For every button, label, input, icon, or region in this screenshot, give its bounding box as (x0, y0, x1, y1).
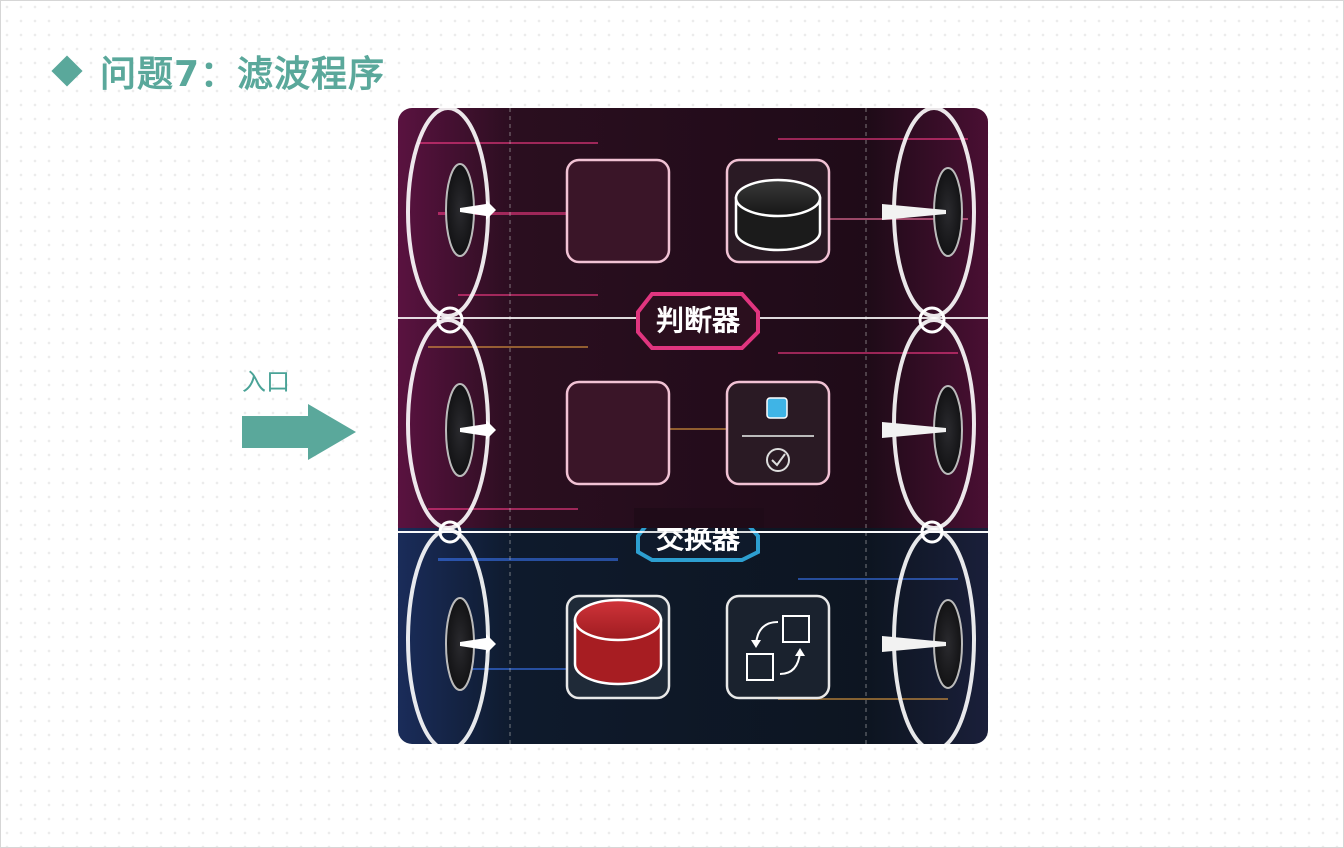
slot-row1-col1-empty[interactable] (565, 158, 671, 264)
check-icon (766, 448, 790, 472)
slot-row2-col2-judge-condition[interactable] (725, 380, 831, 486)
slot-row3-col1-red-token[interactable] (565, 594, 671, 700)
swap-squares-icon (746, 615, 810, 681)
entry-arrow-icon (242, 404, 356, 460)
left-tube-row-3 (406, 528, 496, 744)
right-tube-row-1 (882, 108, 976, 318)
slot-row1-col2-black-token[interactable] (725, 158, 831, 264)
blue-square-icon (766, 397, 788, 419)
right-tube-row-3 (882, 528, 976, 744)
game-board: 判断器 交换器 (398, 108, 988, 744)
page-title: 问题7：滤波程序 (51, 46, 386, 96)
slot-row3-col2-swap[interactable] (725, 594, 831, 700)
entry-label: 入口 (242, 368, 290, 396)
diamond-bullet-icon (51, 55, 83, 87)
left-tube-row-1 (406, 108, 496, 318)
judge-label: 判断器 (656, 304, 741, 337)
right-tube-row-2 (882, 318, 976, 530)
page-title-text: 问题7：滤波程序 (100, 54, 386, 95)
slot-row2-col1-empty[interactable] (565, 380, 671, 486)
black-cylinder-icon (734, 178, 822, 252)
swap-label-badge: 交换器 (398, 508, 988, 562)
red-cylinder-icon (573, 598, 663, 686)
judge-label-badge: 判断器 (636, 292, 760, 350)
